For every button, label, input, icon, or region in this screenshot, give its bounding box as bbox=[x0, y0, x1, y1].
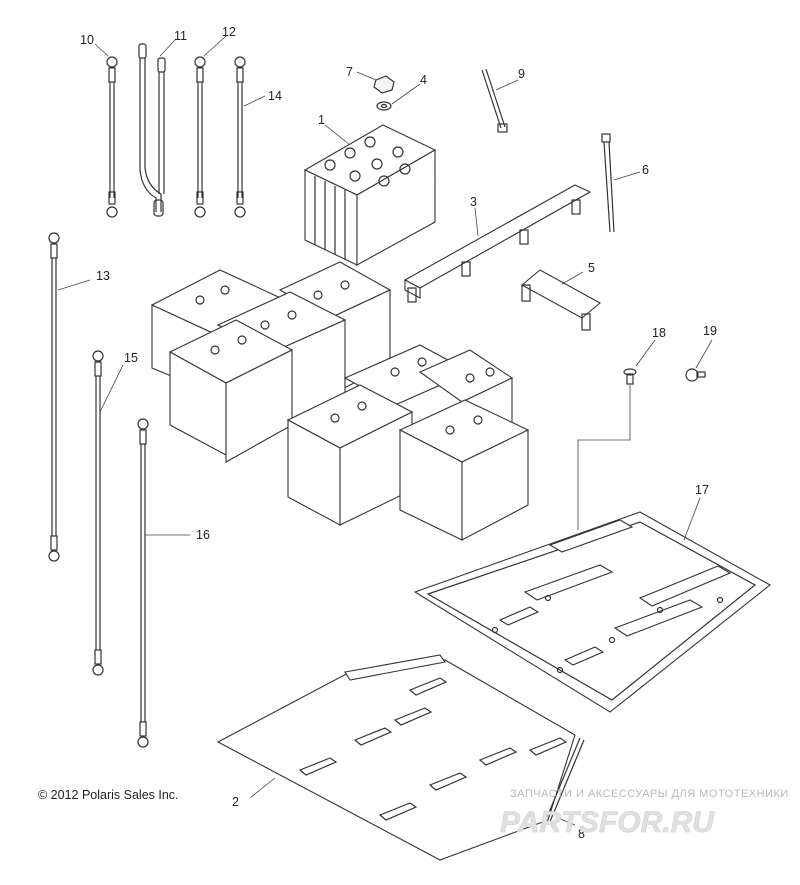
long-cable-13 bbox=[48, 232, 60, 562]
callout-12: 12 bbox=[222, 25, 236, 39]
callout-numbers: 10 11 12 14 13 15 16 7 4 9 1 6 3 5 18 19… bbox=[80, 25, 717, 841]
tray-17 bbox=[413, 511, 771, 713]
bracket-5 bbox=[521, 269, 601, 331]
short-cable-11 bbox=[138, 43, 166, 217]
long-cable-15 bbox=[92, 350, 104, 676]
callout-10: 10 bbox=[80, 33, 94, 47]
callout-17: 17 bbox=[695, 483, 709, 497]
callout-6: 6 bbox=[642, 163, 649, 177]
plate-2 bbox=[216, 654, 576, 861]
svg-text:PARTSFOR.RU: PARTSFOR.RU bbox=[500, 806, 715, 839]
callout-15: 15 bbox=[124, 351, 138, 365]
battery-1 bbox=[303, 124, 437, 266]
washer-4 bbox=[376, 101, 392, 111]
short-cable-14 bbox=[234, 56, 246, 218]
leader-lines bbox=[57, 35, 713, 826]
callout-19: 19 bbox=[703, 324, 717, 338]
nut-7 bbox=[373, 75, 395, 94]
watermark-tagline: ЗАПЧАСТИ И АКСЕССУАРЫ ДЛЯ МОТОТЕХНИКИ bbox=[510, 788, 789, 800]
watermark-logo: PARTSFOR.RU bbox=[500, 806, 716, 840]
callout-2: 2 bbox=[232, 795, 239, 809]
callout-7: 7 bbox=[346, 65, 353, 79]
callout-13: 13 bbox=[96, 269, 110, 283]
clip-19 bbox=[685, 368, 706, 382]
callout-9: 9 bbox=[518, 67, 525, 81]
callout-4: 4 bbox=[420, 73, 427, 87]
callout-14: 14 bbox=[268, 89, 282, 103]
callout-1: 1 bbox=[318, 113, 325, 127]
callout-11: 11 bbox=[174, 29, 187, 43]
fastener-18 bbox=[623, 368, 637, 385]
rod-6 bbox=[601, 133, 615, 233]
callout-3: 3 bbox=[470, 195, 477, 209]
callout-8: 8 bbox=[578, 827, 585, 841]
short-cable-10 bbox=[106, 56, 118, 218]
copyright-notice: © 2012 Polaris Sales Inc. bbox=[38, 788, 179, 802]
rod-9 bbox=[481, 68, 508, 133]
callout-16: 16 bbox=[196, 528, 210, 542]
short-cable-12 bbox=[194, 56, 206, 218]
callout-5: 5 bbox=[588, 261, 595, 275]
callout-18: 18 bbox=[652, 326, 666, 340]
long-cable-16 bbox=[137, 418, 149, 748]
rod-8 bbox=[544, 737, 585, 825]
bracket-3 bbox=[403, 184, 592, 303]
battery-pack bbox=[150, 261, 530, 541]
